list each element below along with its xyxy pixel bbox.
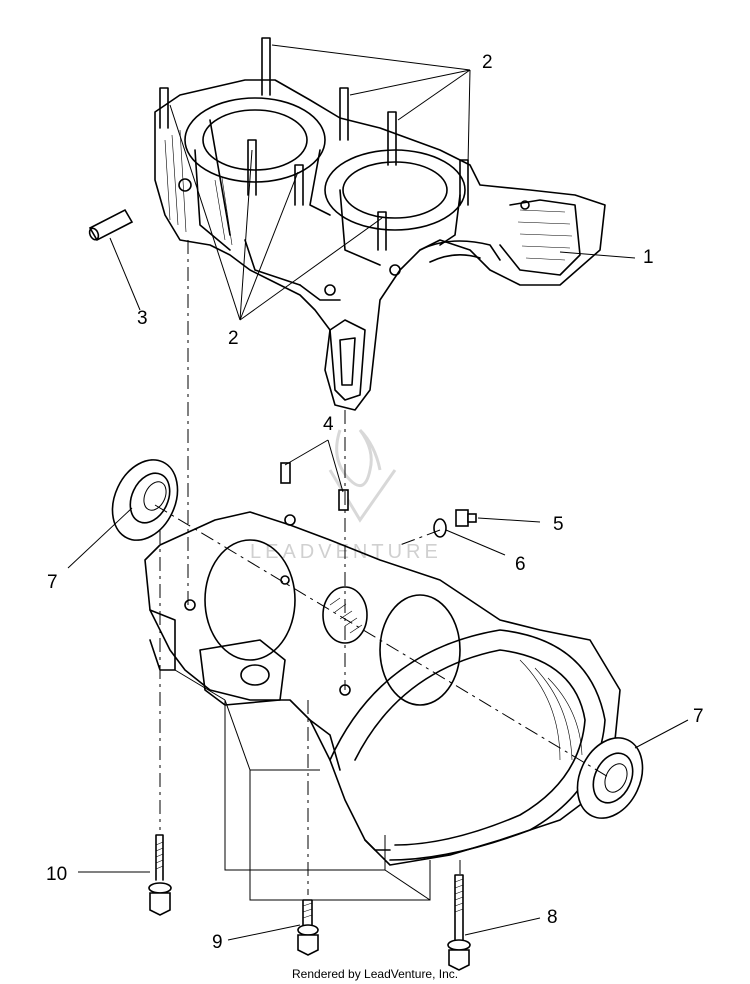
callout-6: 6	[515, 554, 526, 575]
footer-credit: Rendered by LeadVenture, Inc.	[292, 967, 458, 981]
callouts: 1 2 2 3 4 5 6 7 7 8 9 10	[46, 52, 704, 953]
callout-9: 9	[212, 932, 223, 953]
callout-2-top: 2	[482, 52, 493, 73]
leader-lines	[67, 44, 689, 941]
callout-4: 4	[323, 414, 334, 435]
callout-10: 10	[46, 864, 67, 885]
watermark-text: LEADVENTURE	[250, 541, 442, 563]
callout-7-right: 7	[693, 706, 704, 727]
dowel-pins	[280, 462, 349, 511]
callout-3: 3	[137, 308, 148, 329]
lower-crankcase	[144, 511, 621, 866]
bolt-10	[148, 834, 172, 916]
callout-7-left: 7	[47, 572, 58, 593]
studs	[159, 37, 469, 251]
bolt-9	[297, 899, 319, 956]
callout-2-bottom: 2	[228, 328, 239, 349]
watermark-logo: LEADVENTURE	[250, 428, 442, 563]
callout-8: 8	[547, 907, 558, 928]
bolt-8	[447, 874, 471, 971]
seal-right	[576, 737, 644, 819]
seal-left	[111, 459, 179, 541]
reference-box	[174, 669, 431, 901]
upper-crankcase	[154, 79, 606, 411]
stud-3	[88, 208, 134, 242]
centerlines	[154, 240, 611, 895]
drain-bolt	[433, 509, 477, 538]
callout-1: 1	[643, 247, 654, 268]
callout-5: 5	[553, 514, 564, 535]
